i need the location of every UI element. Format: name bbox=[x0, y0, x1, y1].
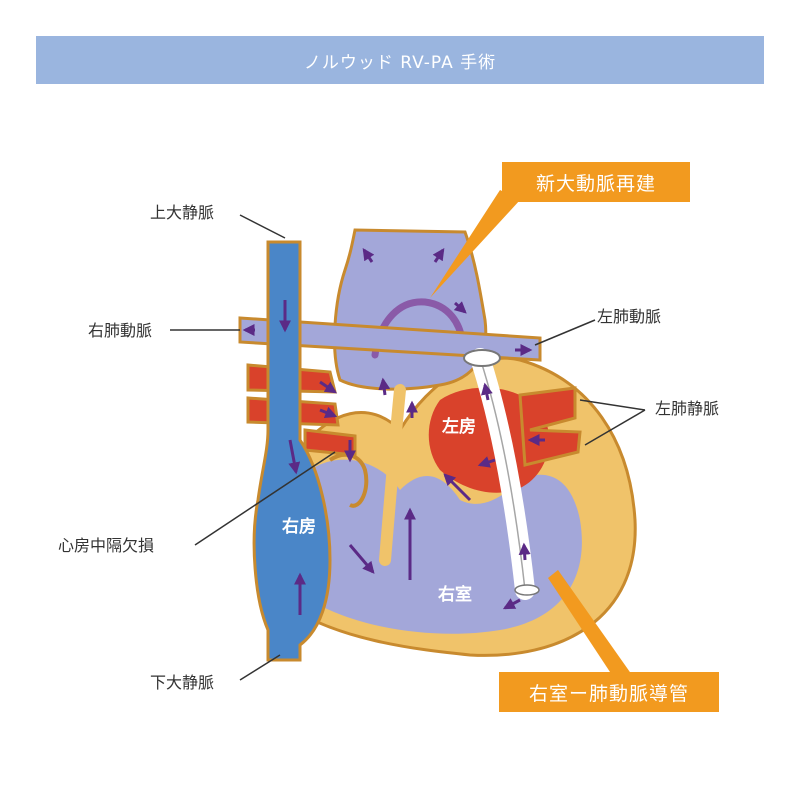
conduit-callout: 右室ー肺動脈導管 bbox=[499, 672, 719, 712]
label-lpa: 左肺動脈 bbox=[597, 307, 661, 326]
rv-pa-conduit-outline bbox=[479, 357, 526, 591]
left-atrium-cavity bbox=[428, 387, 550, 493]
label-la: 左房 bbox=[442, 416, 476, 437]
label-rpa: 右肺動脈 bbox=[88, 321, 152, 340]
conduit-bottom-opening bbox=[514, 584, 540, 596]
aorta-callout-pointer bbox=[430, 190, 520, 298]
label-lpv: 左肺静脈 bbox=[655, 399, 719, 418]
ventricular-septum bbox=[379, 384, 406, 566]
aorta-callout-text: 新大動脈再建 bbox=[535, 172, 656, 195]
right-chambers-cavity bbox=[287, 459, 582, 634]
conduit-top-opening bbox=[463, 349, 501, 367]
title-bar: ノルウッド RV-PA 手術 bbox=[36, 36, 764, 84]
label-svc: 上大静脈 bbox=[150, 203, 214, 222]
label-ra: 右房 bbox=[282, 516, 316, 537]
conduit-callout-text: 右室ー肺動脈導管 bbox=[528, 682, 689, 705]
flow-arrows bbox=[242, 248, 545, 615]
pulmonary-artery-branches bbox=[238, 316, 542, 362]
conduit-callout-pointer bbox=[548, 570, 632, 675]
page-title: ノルウッド RV-PA 手術 bbox=[303, 52, 497, 73]
label-asd: 心房中隔欠損 bbox=[58, 536, 154, 555]
label-rv: 右室 bbox=[438, 584, 472, 605]
atrial-septum bbox=[328, 452, 369, 508]
label-ivc: 下大静脈 bbox=[150, 673, 214, 692]
leader-lines bbox=[170, 214, 646, 681]
aorta-callout: 新大動脈再建 bbox=[502, 162, 690, 202]
